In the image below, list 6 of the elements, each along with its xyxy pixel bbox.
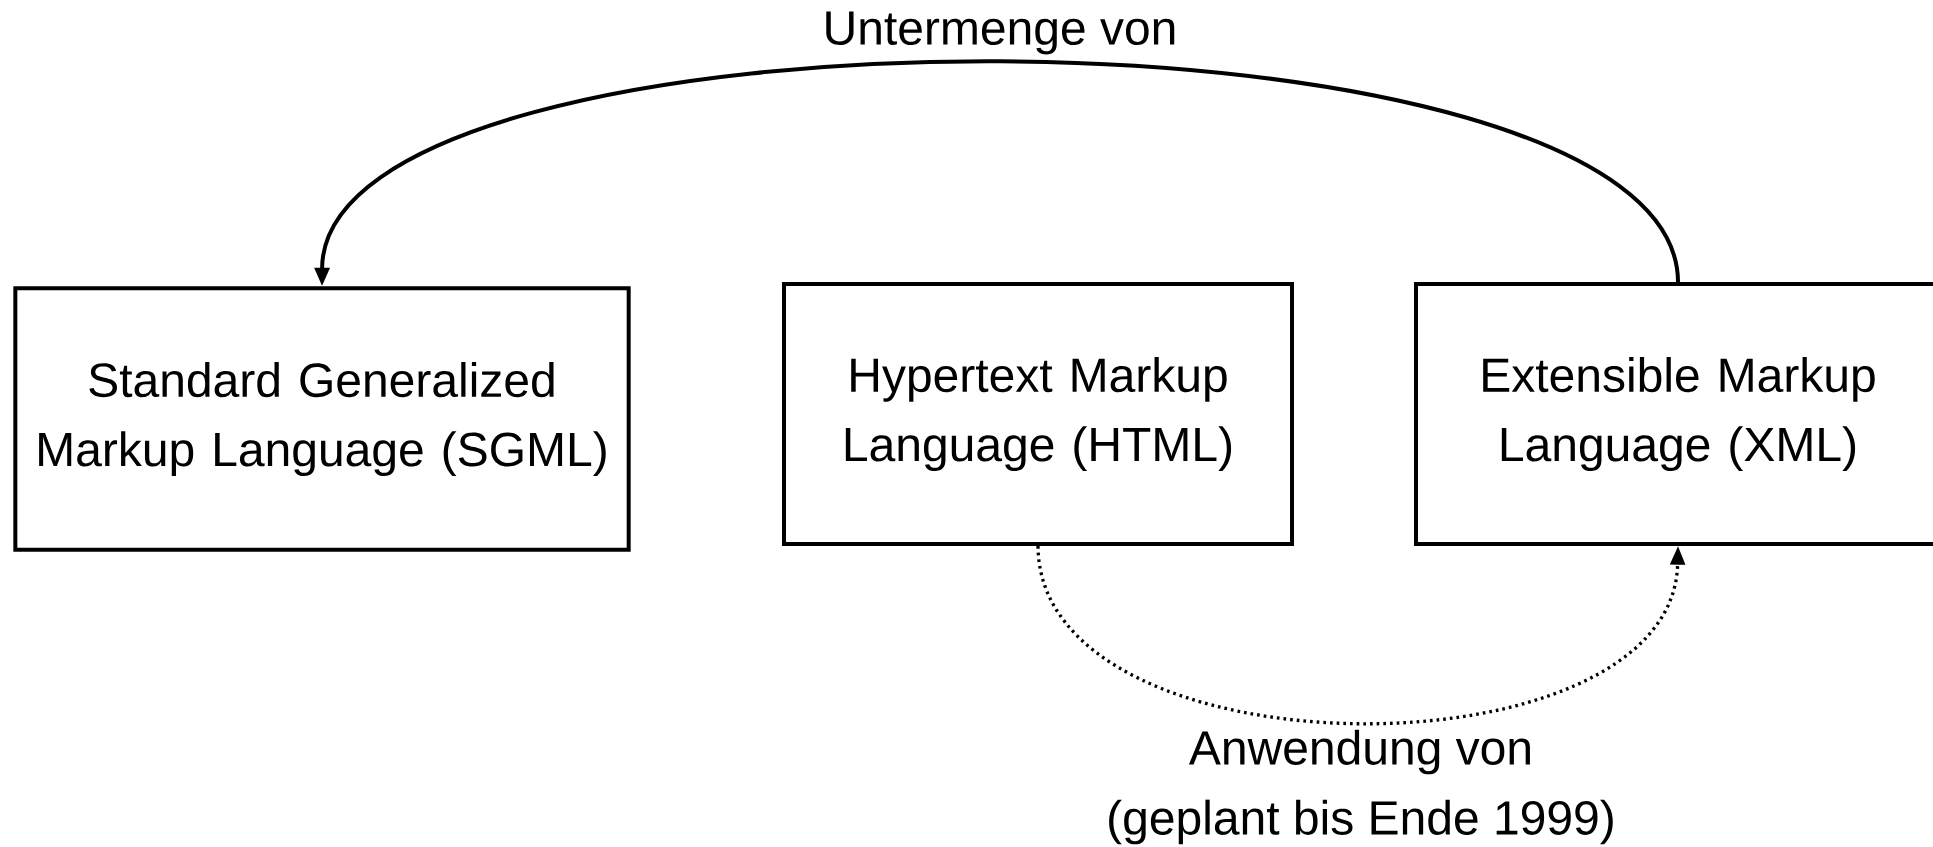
edge-label: Anwendung von xyxy=(1186,726,1536,778)
text-box: Standard Generalized Markup Language (SGML) xyxy=(13,286,631,552)
text-box: Hypertext Markup Language (HTML) xyxy=(782,282,1294,546)
edge-label: Untermenge von xyxy=(819,8,1181,58)
text-box: Extensible Markup Language (XML) xyxy=(1414,282,1933,546)
note-text: (geplant bis Ende 1999) xyxy=(1109,799,1613,845)
